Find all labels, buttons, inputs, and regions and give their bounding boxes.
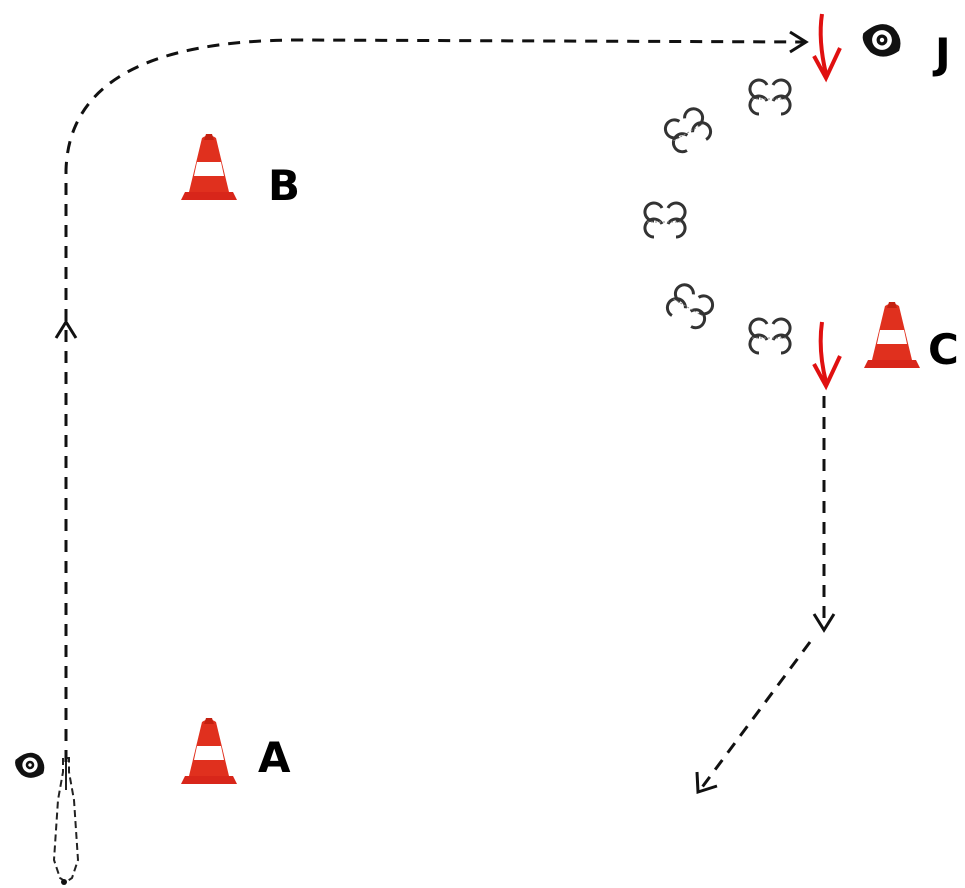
hoofprint-set-icon bbox=[664, 282, 716, 332]
marker-label-b: B bbox=[268, 161, 300, 210]
hoofprint-set-icon bbox=[662, 106, 714, 156]
marker-label-a: A bbox=[258, 733, 291, 782]
traffic-cone-icon bbox=[181, 134, 237, 200]
route-path-diagonal bbox=[700, 642, 810, 790]
horse-topview-icon bbox=[54, 758, 78, 885]
hoofprint-set-icon bbox=[645, 203, 685, 237]
hoofprint-set-icon bbox=[750, 80, 790, 114]
traffic-cone-icon bbox=[181, 718, 237, 784]
marker-label-j: J bbox=[932, 29, 951, 78]
marker-label-c: C bbox=[928, 325, 959, 374]
judge-eye-icon bbox=[11, 748, 48, 782]
red-arrow-bottom bbox=[814, 322, 840, 386]
judge-eye-icon bbox=[858, 18, 906, 62]
red-arrow-top bbox=[814, 14, 840, 78]
hoofprint-set-icon bbox=[750, 319, 790, 353]
route-path-outbound bbox=[66, 40, 805, 762]
traffic-cone-icon bbox=[864, 302, 920, 368]
